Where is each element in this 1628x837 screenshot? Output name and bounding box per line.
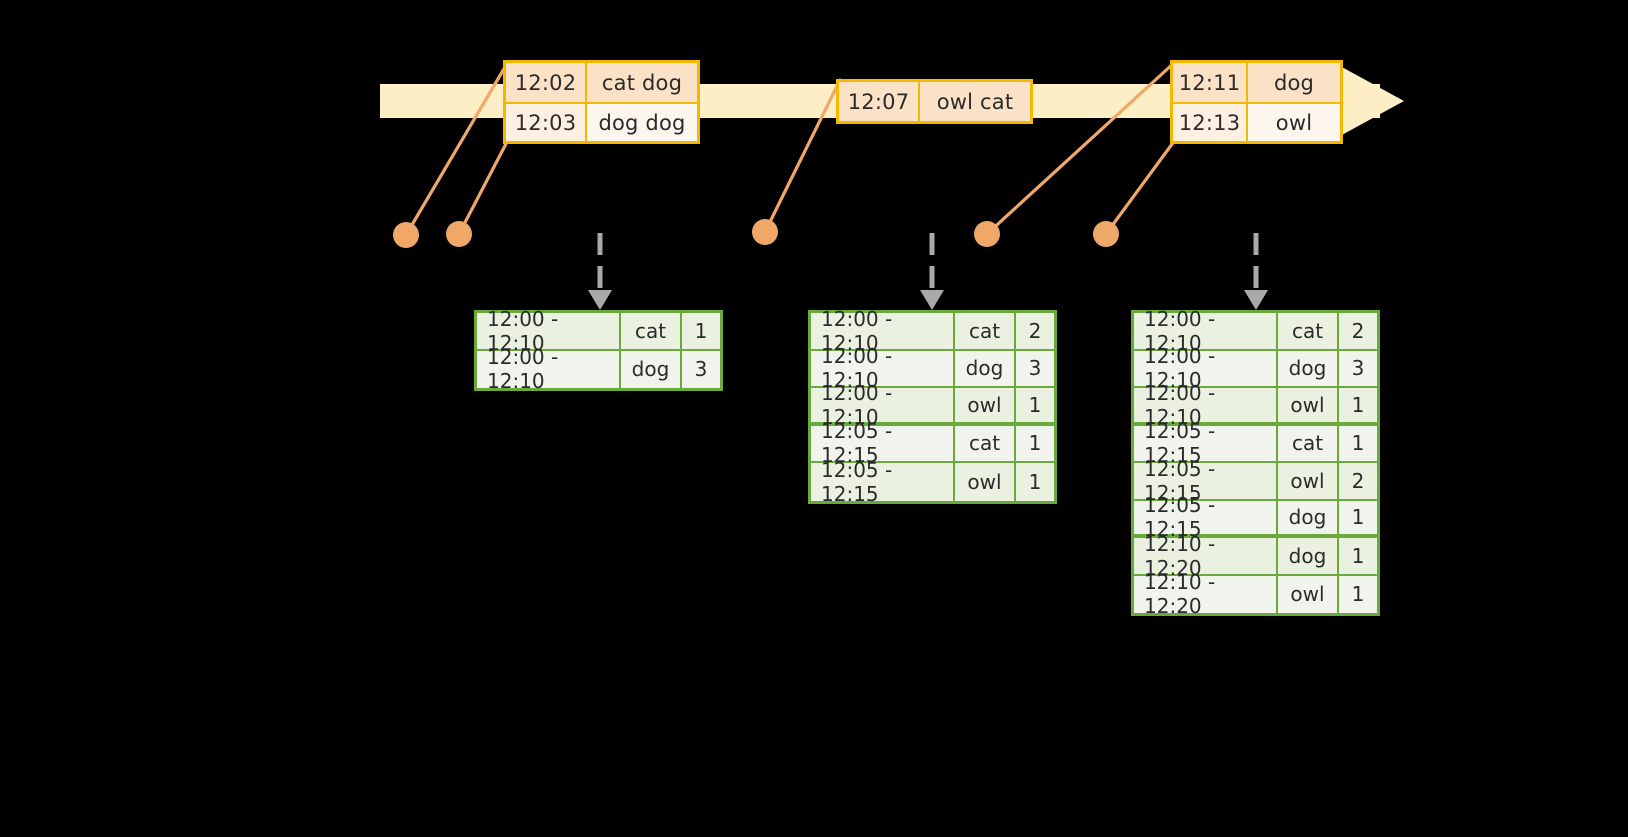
event-row[interactable]: 12:03 dog dog	[506, 102, 697, 141]
window-cell: 12:00 - 12:10	[811, 307, 955, 355]
table-row[interactable]: 12:00 - 12:10 owl 1	[1134, 381, 1377, 429]
table-row[interactable]: 12:00 - 12:10 dog 3	[1134, 344, 1377, 392]
count-cell: 1	[1016, 425, 1054, 463]
table-row[interactable]: 12:00 - 12:10 owl 1	[811, 381, 1054, 429]
key-cell: owl	[955, 463, 1016, 501]
key-cell: owl	[955, 388, 1016, 426]
dashed-arrow-2	[920, 233, 944, 310]
window-cell: 12:00 - 12:10	[1134, 381, 1278, 429]
event-row[interactable]: 12:07 owl cat	[839, 82, 1030, 121]
event-dots	[393, 219, 1119, 248]
event-value: dog	[1248, 63, 1340, 102]
event-row[interactable]: 12:13 owl	[1173, 102, 1340, 141]
event-dot-3	[752, 219, 778, 245]
event-group-2[interactable]: 12:07 owl cat	[836, 79, 1033, 124]
event-value: owl	[1248, 102, 1340, 141]
event-value: dog dog	[587, 102, 697, 141]
window-cell: 12:05 - 12:15	[811, 419, 955, 467]
count-cell: 1	[1339, 538, 1377, 576]
event-time: 12:07	[839, 82, 920, 121]
event-dot-1	[393, 222, 419, 248]
key-cell: dog	[1278, 350, 1339, 388]
table-row[interactable]: 12:10 - 12:20 dog 1	[1134, 532, 1377, 580]
window-cell: 12:00 - 12:10	[477, 307, 621, 355]
key-cell: cat	[955, 313, 1016, 351]
table-row[interactable]: 12:05 - 12:15 cat 1	[1134, 419, 1377, 467]
count-cell: 3	[1016, 350, 1054, 388]
event-time: 12:11	[1173, 63, 1248, 102]
dashed-arrow-3	[1244, 233, 1268, 310]
table-row[interactable]: 12:00 - 12:10 dog 3	[477, 345, 720, 393]
event-time: 12:13	[1173, 102, 1248, 141]
key-cell: dog	[1278, 500, 1339, 538]
event-time: 12:02	[506, 63, 587, 102]
event-dot-2	[446, 221, 472, 247]
table-row[interactable]: 12:00 - 12:10 cat 1	[477, 307, 720, 355]
count-cell: 1	[1339, 575, 1377, 613]
window-cell: 12:00 - 12:10	[811, 381, 955, 429]
window-cell: 12:10 - 12:20	[1134, 570, 1278, 618]
count-cell: 2	[1016, 313, 1054, 351]
window-cell: 12:05 - 12:15	[1134, 457, 1278, 505]
table-row[interactable]: 12:05 - 12:15 cat 1	[811, 419, 1054, 467]
key-cell: dog	[955, 350, 1016, 388]
result-table-2[interactable]: 12:00 - 12:10 cat 2 12:00 - 12:10 dog 3 …	[808, 307, 1057, 506]
table-row[interactable]: 12:05 - 12:15 owl 1	[811, 458, 1054, 506]
count-cell: 1	[682, 313, 720, 351]
key-cell: dog	[621, 350, 682, 388]
key-cell: cat	[1278, 425, 1339, 463]
key-cell: cat	[621, 313, 682, 351]
table-row[interactable]: 12:05 - 12:15 dog 1	[1134, 493, 1377, 541]
event-group-1[interactable]: 12:02 cat dog 12:03 dog dog	[503, 60, 700, 144]
count-cell: 1	[1339, 425, 1377, 463]
event-row[interactable]: 12:02 cat dog	[506, 63, 697, 102]
table-row[interactable]: 12:00 - 12:10 cat 2	[811, 307, 1054, 355]
event-value: owl cat	[920, 82, 1030, 121]
window-cell: 12:00 - 12:10	[1134, 344, 1278, 392]
event-value: cat dog	[587, 63, 697, 102]
event-row[interactable]: 12:11 dog	[1173, 63, 1340, 102]
event-dot-5	[1093, 221, 1119, 247]
event-time: 12:03	[506, 102, 587, 141]
event-group-3[interactable]: 12:11 dog 12:13 owl	[1170, 60, 1343, 144]
result-table-3[interactable]: 12:00 - 12:10 cat 2 12:00 - 12:10 dog 3 …	[1131, 307, 1380, 618]
count-cell: 1	[1016, 463, 1054, 501]
count-cell: 2	[1339, 463, 1377, 501]
event-dot-4	[974, 221, 1000, 247]
result-table-1[interactable]: 12:00 - 12:10 cat 1 12:00 - 12:10 dog 3	[474, 307, 723, 393]
window-cell: 12:05 - 12:15	[811, 458, 955, 506]
count-cell: 3	[682, 350, 720, 388]
window-cell: 12:05 - 12:15	[1134, 493, 1278, 541]
count-cell: 3	[1339, 350, 1377, 388]
key-cell: owl	[1278, 463, 1339, 501]
count-cell: 2	[1339, 313, 1377, 351]
count-cell: 1	[1016, 388, 1054, 426]
key-cell: cat	[1278, 313, 1339, 351]
count-cell: 1	[1339, 388, 1377, 426]
count-cell: 1	[1339, 500, 1377, 538]
key-cell: owl	[1278, 388, 1339, 426]
key-cell: owl	[1278, 575, 1339, 613]
table-row[interactable]: 12:05 - 12:15 owl 2	[1134, 457, 1377, 505]
result-dashed-arrows	[588, 233, 1268, 310]
table-row[interactable]: 12:10 - 12:20 owl 1	[1134, 570, 1377, 618]
window-cell: 12:00 - 12:10	[477, 345, 621, 393]
key-cell: dog	[1278, 538, 1339, 576]
key-cell: cat	[955, 425, 1016, 463]
dashed-arrow-1	[588, 233, 612, 310]
